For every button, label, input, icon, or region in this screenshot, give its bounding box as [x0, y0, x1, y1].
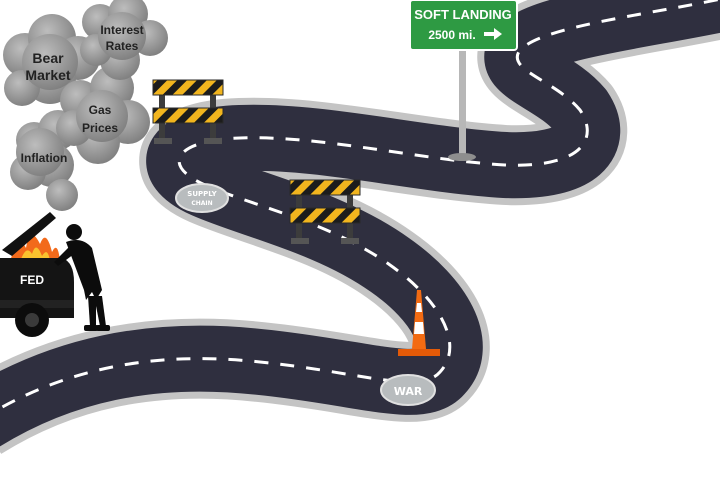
- right-arrow-icon: [484, 28, 502, 40]
- fed-car: FED: [0, 212, 74, 337]
- road-dashed-line: [0, 0, 720, 420]
- pothole-label: WAR: [394, 385, 423, 398]
- traffic-cone: [398, 290, 440, 356]
- cloud-label-line2: Prices: [82, 121, 118, 135]
- sign-distance: 2500 mi.: [428, 28, 475, 42]
- cloud-label-line1: Interest: [100, 23, 143, 37]
- car-label: FED: [20, 273, 44, 287]
- winding-road: [0, 0, 720, 455]
- pothole-label-line1: SUPPLY: [187, 190, 217, 198]
- cloud-label-line1: Gas: [89, 103, 112, 117]
- pothole-label-line2: CHAIN: [191, 200, 212, 207]
- soft-landing-sign: SOFT LANDING 2500 mi.: [409, 0, 518, 161]
- road-barricade: [152, 79, 224, 144]
- smoke-cloud-interest-rates: Interest Rates: [80, 0, 168, 80]
- cloud-label: Inflation: [21, 151, 68, 165]
- smoke-cloud-inflation: Inflation: [10, 110, 78, 211]
- sign-title: SOFT LANDING: [414, 7, 512, 22]
- mechanic-figure: [54, 224, 110, 331]
- cloud-label-line2: Rates: [106, 39, 139, 53]
- cloud-label-line2: Market: [25, 67, 70, 83]
- cloud-label-line1: Bear: [32, 50, 64, 66]
- pothole-war: WAR: [380, 374, 436, 406]
- road-barricade: [289, 179, 361, 244]
- pothole-supply-chain: SUPPLY CHAIN: [175, 183, 229, 213]
